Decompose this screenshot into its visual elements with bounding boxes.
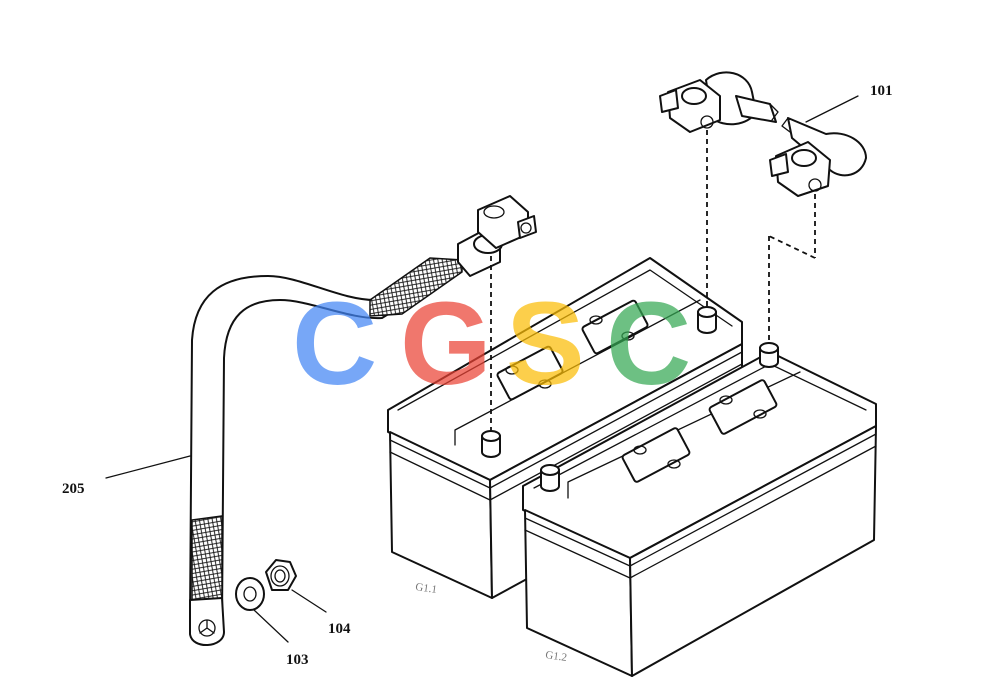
assembly-guide-lines — [490, 130, 816, 432]
battery-g1-2 — [522, 342, 877, 677]
cgsc-watermark: C G S C — [292, 278, 691, 410]
battery-label-g1-2: G1.2 — [545, 649, 568, 664]
watermark-letter-1: C — [292, 278, 377, 410]
battery-g1-1 — [387, 257, 743, 599]
watermark-letter-3: S — [506, 278, 585, 410]
watermark-letter-4: C — [606, 278, 691, 410]
battery-label-g1-1: G1.1 — [415, 581, 438, 596]
callout-103: 103 — [286, 652, 309, 668]
nut-104 — [265, 559, 297, 591]
callout-101: 101 — [870, 83, 893, 99]
battery-cable-101 — [659, 71, 867, 197]
callout-205: 205 — [62, 481, 85, 497]
watermark-letter-2: G — [400, 278, 492, 410]
washer-103 — [235, 577, 265, 611]
callout-104: 104 — [328, 621, 351, 637]
leader-lines — [105, 95, 859, 643]
ground-strap-205 — [189, 195, 537, 647]
